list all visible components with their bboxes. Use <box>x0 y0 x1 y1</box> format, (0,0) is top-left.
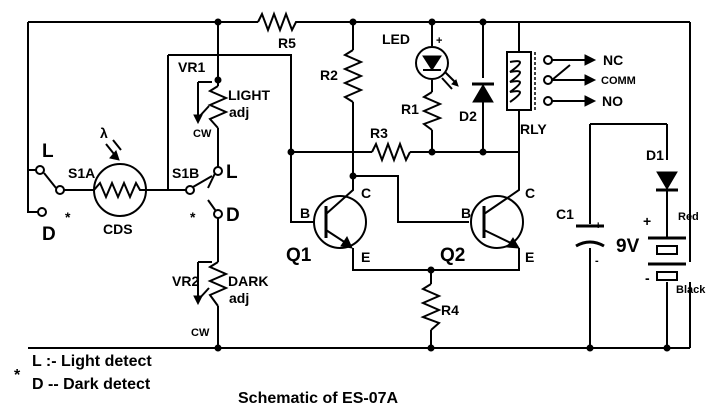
svg-text:E: E <box>361 249 370 265</box>
svg-text:Red: Red <box>678 211 699 223</box>
svg-text:Black: Black <box>676 284 706 296</box>
potentiometer-vr2: VR2 DARK adj CW <box>172 261 268 339</box>
svg-text:D: D <box>42 224 56 245</box>
legend: * L :- Light detect D -- Dark detect <box>14 353 152 393</box>
svg-text:CW: CW <box>191 327 210 339</box>
svg-text:Q2: Q2 <box>440 245 465 266</box>
switch-s1b: S1B L D * <box>172 162 240 226</box>
svg-text:*: * <box>65 209 71 225</box>
svg-text:B: B <box>461 205 471 221</box>
svg-text:+: + <box>643 213 651 229</box>
svg-text:R4: R4 <box>441 302 459 318</box>
led: LED + <box>382 31 459 90</box>
junctions <box>214 18 671 352</box>
svg-text:LIGHT: LIGHT <box>228 87 270 103</box>
svg-text:9V: 9V <box>616 236 640 257</box>
svg-text:D -- Dark detect: D -- Dark detect <box>32 376 151 393</box>
diode-d2: D2 <box>459 82 494 124</box>
svg-text:S1A: S1A <box>68 165 95 181</box>
svg-text:D: D <box>226 205 240 226</box>
svg-text:*: * <box>14 367 21 384</box>
svg-text:+: + <box>436 35 442 47</box>
svg-text:-: - <box>595 255 599 267</box>
svg-text:-: - <box>645 270 650 286</box>
svg-text:CW: CW <box>193 128 212 140</box>
svg-text:R3: R3 <box>370 125 388 141</box>
svg-text:L: L <box>226 162 238 183</box>
resistor-r1: R1 <box>401 91 443 131</box>
svg-text:L: L <box>42 141 54 162</box>
svg-text:D2: D2 <box>459 108 477 124</box>
svg-text:*: * <box>190 209 196 225</box>
transistor-q2: B C E Q2 <box>440 176 535 266</box>
svg-text:C: C <box>361 185 371 201</box>
svg-text:+: + <box>595 220 601 232</box>
diode-d1: D1 <box>646 147 678 192</box>
resistor-r4: R4 <box>420 283 459 331</box>
svg-text:CDS: CDS <box>103 221 133 237</box>
svg-text:Q1: Q1 <box>286 245 312 266</box>
resistor-r5: R5 <box>257 11 300 51</box>
svg-text:DARK: DARK <box>228 273 268 289</box>
svg-text:D1: D1 <box>646 147 664 163</box>
svg-text:R5: R5 <box>278 35 296 51</box>
svg-text:NO: NO <box>602 93 623 109</box>
svg-text:S1B: S1B <box>172 165 199 181</box>
svg-text:COMM: COMM <box>601 75 636 87</box>
svg-text:NC: NC <box>603 52 623 68</box>
svg-text:adj: adj <box>229 104 249 120</box>
potentiometer-vr1: VR1 LIGHT adj CW <box>178 59 270 140</box>
svg-text:VR2: VR2 <box>172 273 199 289</box>
svg-text:λ: λ <box>100 125 108 141</box>
svg-text:B: B <box>300 205 310 221</box>
svg-text:VR1: VR1 <box>178 59 205 75</box>
svg-text:RLY: RLY <box>520 121 547 137</box>
relay-rly: RLY NC COMM NO <box>506 51 636 137</box>
resistor-r3: R3 <box>370 125 411 163</box>
svg-text:C: C <box>525 185 535 201</box>
svg-text:E: E <box>525 249 534 265</box>
svg-text:C1: C1 <box>556 206 574 222</box>
resistor-r2: R2 <box>320 49 364 103</box>
battery-9v: 9V + - Red Black <box>616 211 706 296</box>
switch-s1a: L D S1A * <box>35 141 95 245</box>
diagram-title: Schematic of ES-07A <box>238 390 399 407</box>
svg-text:R1: R1 <box>401 101 419 117</box>
svg-text:R2: R2 <box>320 67 338 83</box>
svg-text:LED: LED <box>382 31 410 47</box>
capacitor-c1: C1 + - <box>556 206 605 267</box>
transistor-q1: B C E Q1 <box>286 176 371 266</box>
wires <box>27 21 691 349</box>
svg-text:adj: adj <box>229 290 249 306</box>
svg-text:L :- Light detect: L :- Light detect <box>32 353 152 370</box>
photoresistor-cds: CDS λ <box>93 125 147 237</box>
